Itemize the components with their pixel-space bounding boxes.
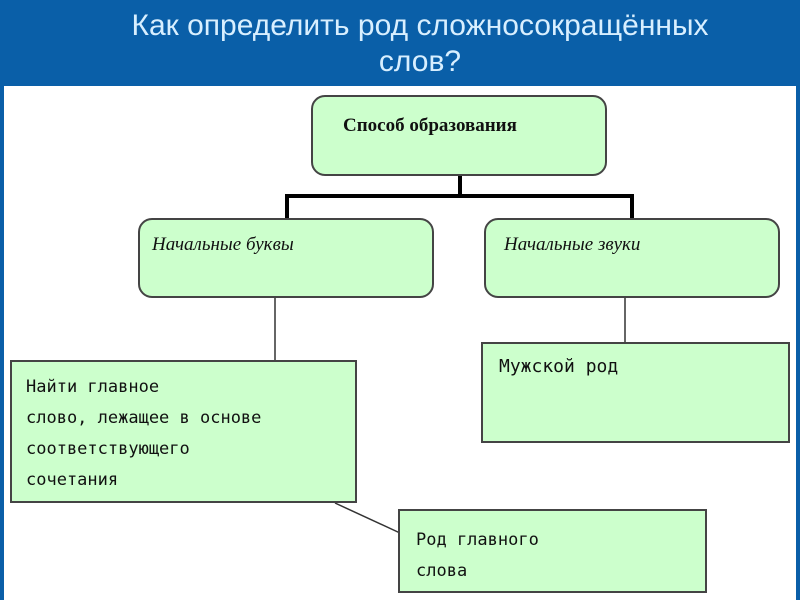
bottom-box: Род главного слова: [398, 509, 707, 593]
right-child-label: Мужской род: [499, 356, 619, 377]
frame-left: [0, 86, 4, 600]
bottom-line: Род главного: [416, 530, 539, 550]
bottom-line: слова: [416, 561, 468, 581]
left-box: Начальные буквы: [138, 218, 434, 298]
right-label: Начальные звуки: [504, 234, 641, 255]
right-child-box: Мужской род: [481, 342, 790, 443]
left-child-line: Найти главное: [26, 377, 160, 397]
left-child-line: слово, лежащее в основе: [26, 408, 262, 428]
right-box: Начальные звуки: [484, 218, 780, 298]
left-child-line: соответствующего: [26, 439, 190, 459]
frame-right: [796, 86, 800, 600]
title-line-1: Как определить род сложносокращённых: [131, 9, 709, 42]
root-label: Способ образования: [343, 115, 517, 136]
left-label: Начальные буквы: [152, 234, 294, 255]
left-child-box: Найти главное слово, лежащее в основе со…: [10, 360, 357, 503]
left-child-line: сочетания: [26, 470, 119, 490]
root-box: Способ образования: [311, 95, 607, 176]
title-line-2: слов?: [378, 45, 462, 78]
slide-title: Как определить род сложносокращённых сло…: [0, 0, 800, 86]
